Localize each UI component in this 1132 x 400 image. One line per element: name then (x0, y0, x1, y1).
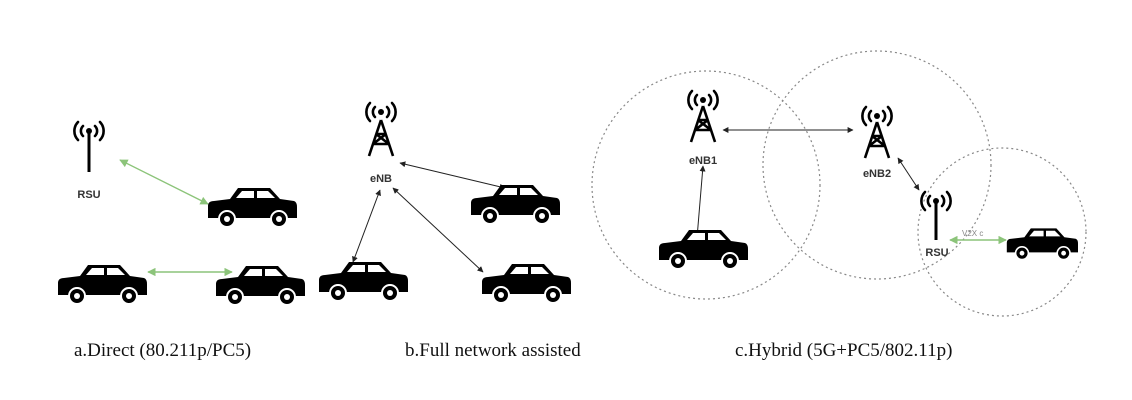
direct-link-rsu-car (119, 159, 209, 205)
cellular-link (392, 187, 484, 273)
v2x-link-label: V2X c (962, 229, 983, 238)
caption-direct: a.Direct (80.211p/PC5) (74, 340, 252, 361)
link-enb2-rsu (897, 157, 920, 191)
enb2-coverage-area (762, 50, 992, 280)
car-icon (1005, 227, 1079, 261)
rsu-label: RSU (77, 189, 100, 201)
rsu-coverage-area (917, 147, 1087, 317)
caption-hybrid: c.Hybrid (5G+PC5/802.11p) (735, 340, 953, 361)
panel-full-network: eNB (318, 101, 572, 304)
cellular-link (352, 189, 381, 263)
car-icon (658, 229, 749, 270)
car-icon (470, 184, 561, 225)
car-icon (207, 187, 298, 228)
enb-label: eNB (370, 173, 392, 185)
enb2-tower-icon (861, 105, 893, 160)
car-icon (318, 261, 409, 302)
car-icon (481, 263, 572, 304)
enb1-label: eNB1 (689, 155, 717, 167)
rsu-label: RSU (925, 247, 948, 259)
rsu-antenna-icon (73, 120, 105, 172)
enb1-tower-icon (687, 89, 719, 144)
enb1-coverage-area (591, 70, 821, 300)
car-icon (57, 264, 148, 305)
enb-tower-icon (365, 101, 397, 158)
panel-hybrid: eNB1 eNB2 RSU V2X c (591, 50, 1087, 317)
caption-full-network: b.Full network assisted (405, 340, 581, 361)
enb2-label: eNB2 (863, 168, 891, 180)
cellular-link (399, 161, 506, 190)
panel-direct: RSU (57, 120, 306, 306)
rsu-antenna-icon (920, 190, 952, 240)
cellular-link-enb1-car (694, 165, 706, 239)
